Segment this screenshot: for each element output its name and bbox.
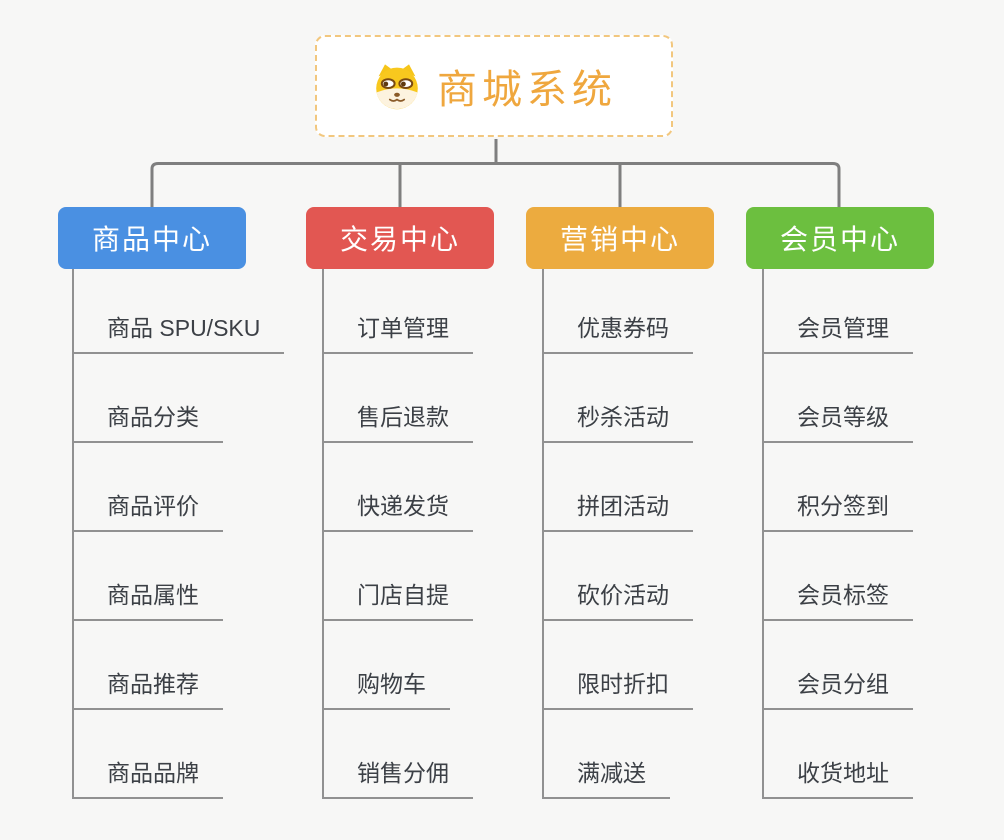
branch-product-center[interactable]: 商品中心 [58, 207, 246, 269]
root-node[interactable]: 商城系统 [315, 35, 673, 137]
leaf-node[interactable]: 拼团活动 [542, 487, 693, 532]
leaf-node[interactable]: 收货地址 [762, 754, 913, 799]
leaf-node[interactable]: 销售分佣 [322, 754, 473, 799]
branch-member-center[interactable]: 会员中心 [746, 207, 934, 269]
branch-spine-line [72, 269, 74, 799]
leaf-node[interactable]: 订单管理 [322, 309, 473, 354]
leaf-node[interactable]: 会员标签 [762, 576, 913, 621]
leaf-node[interactable]: 会员分组 [762, 665, 913, 710]
leaf-node[interactable]: 售后退款 [322, 398, 473, 443]
leaf-node[interactable]: 限时折扣 [542, 665, 693, 710]
root-title: 商城系统 [437, 68, 617, 112]
leaf-node[interactable]: 商品分类 [72, 398, 223, 443]
leaf-node[interactable]: 砍价活动 [542, 576, 693, 621]
branch-trade-center[interactable]: 交易中心 [306, 207, 494, 269]
leaf-node[interactable]: 快递发货 [322, 487, 473, 532]
branch-marketing-center[interactable]: 营销中心 [526, 207, 714, 269]
leaf-node[interactable]: 商品推荐 [72, 665, 223, 710]
dog-face-icon [371, 62, 423, 110]
leaf-node[interactable]: 满减送 [542, 754, 670, 799]
branch-spine-line [322, 269, 324, 799]
leaf-node[interactable]: 商品品牌 [72, 754, 223, 799]
leaf-node[interactable]: 积分签到 [762, 487, 913, 532]
leaf-node[interactable]: 优惠券码 [542, 309, 693, 354]
leaf-node[interactable]: 商品评价 [72, 487, 223, 532]
leaf-node[interactable]: 会员管理 [762, 309, 913, 354]
leaf-node[interactable]: 商品属性 [72, 576, 223, 621]
leaf-node[interactable]: 购物车 [322, 665, 450, 710]
leaf-node[interactable]: 门店自提 [322, 576, 473, 621]
branch-spine-line [542, 269, 544, 799]
leaf-node[interactable]: 会员等级 [762, 398, 913, 443]
leaf-node[interactable]: 秒杀活动 [542, 398, 693, 443]
leaf-node[interactable]: 商品 SPU/SKU [72, 309, 285, 354]
branch-spine-line [762, 269, 764, 799]
